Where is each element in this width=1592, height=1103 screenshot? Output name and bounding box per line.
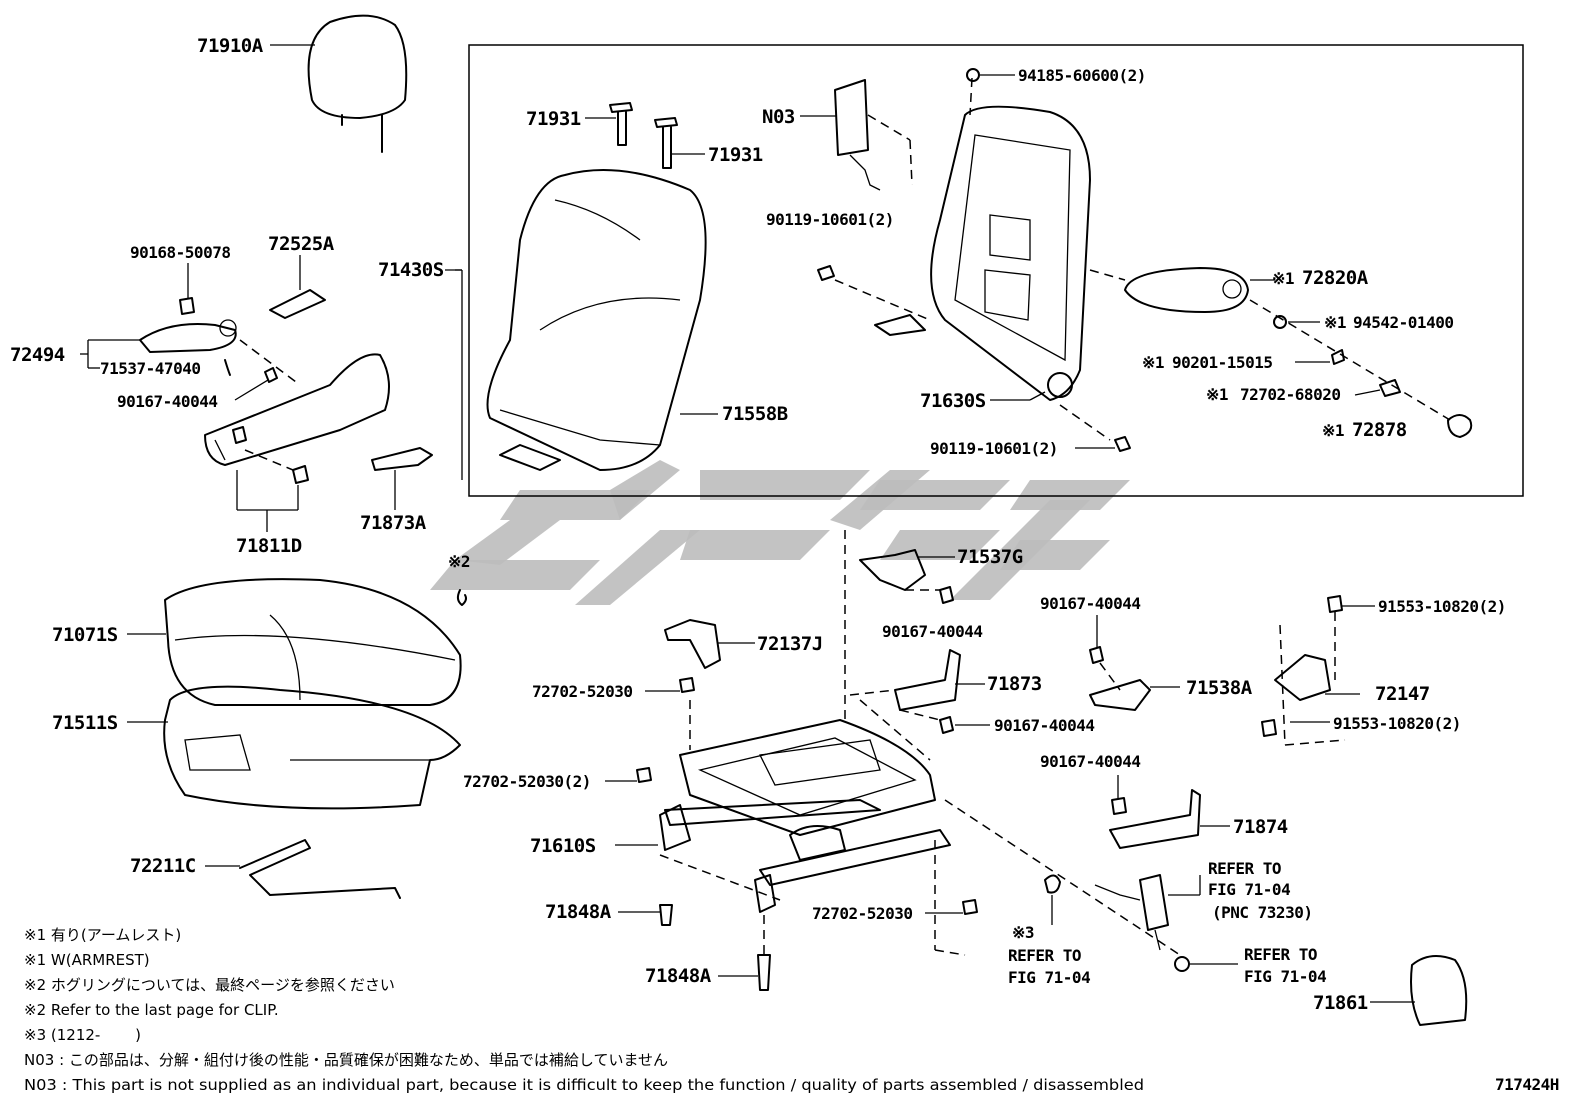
nut-94185 xyxy=(966,68,1015,82)
cover-72137J xyxy=(664,619,755,669)
label-72820A: 72820A xyxy=(1302,267,1369,289)
mark-armrest-5: ※1 xyxy=(1322,421,1344,440)
note-1-ja: ※1 有り(アームレスト) xyxy=(24,926,181,944)
label-72878: 72878 xyxy=(1352,419,1407,441)
label-71538A: 71538A xyxy=(1186,677,1253,699)
bracket-71874 xyxy=(1109,775,1230,849)
label-90168: 90168-50078 xyxy=(130,243,230,262)
seatback-group-box xyxy=(468,44,1524,497)
cushion-wire xyxy=(205,839,401,899)
label-90167-e: 90167-40044 xyxy=(1040,752,1140,771)
knob-71861 xyxy=(1370,955,1468,1026)
label-94185: 94185-60600(2) xyxy=(1018,66,1146,85)
label-71811D: 71811D xyxy=(236,535,302,557)
label-90167-d: 90167-40044 xyxy=(1040,594,1140,613)
label-72702-52030-a: 72702-52030 xyxy=(532,682,632,701)
label-71630S: 71630S xyxy=(920,390,986,412)
adjuster-brackets xyxy=(849,595,1375,746)
note-n03-ja: N03 : この部品は、分解・組付け後の性能・品質確保が困難なため、単品では補給… xyxy=(24,1051,668,1069)
note-3: ※3 (1212- ) xyxy=(24,1026,141,1044)
label-71861: 71861 xyxy=(1313,992,1368,1014)
refer-1-line3: (PNC 73230) xyxy=(1212,903,1312,922)
label-71874: 71874 xyxy=(1233,816,1288,838)
watermark-logo xyxy=(430,460,1130,605)
label-72525A: 72525A xyxy=(268,233,335,255)
armrest-fasteners xyxy=(1249,299,1473,438)
seatback-cover xyxy=(445,169,718,480)
seat-frame xyxy=(615,530,951,913)
label-72702-68020: 72702-68020 xyxy=(1240,385,1340,404)
label-N03: N03 xyxy=(762,106,795,128)
refer-3-line1: REFER TO xyxy=(1244,945,1317,964)
refer-1-line2: FIG 71-04 xyxy=(1208,880,1290,899)
label-90119-a: 90119-10601(2) xyxy=(766,210,894,229)
label-71537-47040: 71537-47040 xyxy=(100,359,200,378)
label-71511S: 71511S xyxy=(52,712,118,734)
armrest xyxy=(1089,267,1275,313)
label-71848A-b: 71848A xyxy=(645,965,712,987)
label-72702-52030-c: 72702-52030 xyxy=(812,904,912,923)
label-90119-b: 90119-10601(2) xyxy=(930,439,1058,458)
clip-hog-ring xyxy=(456,589,467,606)
label-71558B: 71558B xyxy=(722,403,788,425)
refer-3-line2: FIG 71-04 xyxy=(1244,967,1326,986)
label-72494: 72494 xyxy=(10,344,65,366)
label-72702-52030-b: 72702-52030(2) xyxy=(463,772,591,791)
mark-armrest-3: ※1 xyxy=(1142,353,1164,372)
side-airbag xyxy=(800,79,913,191)
pins-71931 xyxy=(585,102,705,169)
seat-cushion xyxy=(127,578,462,810)
label-71873: 71873 xyxy=(987,673,1042,695)
bolts-90119 xyxy=(817,265,1131,452)
mark-armrest-1: ※1 xyxy=(1272,269,1294,288)
note-2-ja: ※2 ホグリングについては、最終ページを参照ください xyxy=(24,976,395,994)
mark-armrest-4: ※1 xyxy=(1206,385,1228,404)
refer-2-line1: REFER TO xyxy=(1008,946,1081,965)
headrest xyxy=(270,14,408,153)
label-72137J: 72137J xyxy=(757,633,823,655)
label-71537G: 71537G xyxy=(957,546,1023,568)
note-2-en: ※2 Refer to the last page for CLIP. xyxy=(24,1001,279,1019)
label-72147: 72147 xyxy=(1375,683,1430,705)
label-94542: 94542-01400 xyxy=(1353,313,1453,332)
label-71931-a: 71931 xyxy=(526,108,581,130)
trim-cover-cluster xyxy=(80,255,433,532)
label-72211C: 72211C xyxy=(130,855,196,877)
mark-note-3: ※3 xyxy=(1012,923,1034,942)
label-71931-b: 71931 xyxy=(708,144,763,166)
refer-2-line2: FIG 71-04 xyxy=(1008,968,1090,987)
label-71430S: 71430S xyxy=(378,259,444,281)
label-71610S: 71610S xyxy=(530,835,596,857)
label-90167-c: 90167-40044 xyxy=(994,716,1094,735)
note-n03-en: N03 : This part is not supplied as an in… xyxy=(24,1076,1144,1094)
bracket-71537G xyxy=(859,549,955,604)
seatback-frame xyxy=(874,77,1091,401)
diagram-id: 717424H xyxy=(1495,1075,1559,1094)
refer-1-line1: REFER TO xyxy=(1208,859,1281,878)
label-90167-b: 90167-40044 xyxy=(882,622,982,641)
label-71848A-a: 71848A xyxy=(545,901,612,923)
label-91553-b: 91553-10820(2) xyxy=(1333,714,1461,733)
mark-armrest-2: ※1 xyxy=(1324,313,1346,332)
bolts-72702-52030 xyxy=(605,677,978,956)
label-90201: 90201-15015 xyxy=(1172,353,1272,372)
label-71910A: 71910A xyxy=(197,35,264,57)
label-71873A: 71873A xyxy=(360,512,427,534)
label-90167-a: 90167-40044 xyxy=(117,392,217,411)
note-1-en: ※1 W(ARMREST) xyxy=(24,951,150,969)
label-clip-mark: ※2 xyxy=(448,552,470,571)
seat-belt-buckle xyxy=(944,799,1238,972)
label-91553-a: 91553-10820(2) xyxy=(1378,597,1506,616)
label-71071S: 71071S xyxy=(52,624,118,646)
pins-71848A xyxy=(618,904,771,991)
